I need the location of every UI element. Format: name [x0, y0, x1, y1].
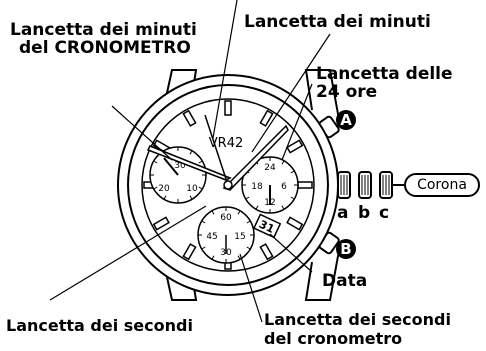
label-chrono-seconds-line2: del cronometro	[264, 329, 403, 348]
subdial-tick	[255, 205, 259, 210]
hour-marker	[259, 243, 274, 261]
hand-pinion	[223, 180, 233, 190]
subdial-tick	[201, 220, 206, 224]
date-window: 31	[252, 213, 282, 239]
subdial-tick	[290, 196, 295, 200]
subdial-tick	[281, 160, 285, 165]
crown-pos-a-label: a	[337, 203, 349, 223]
hour-marker	[224, 100, 232, 116]
subdial-tick	[237, 255, 241, 260]
crown-position-c[interactable]	[379, 171, 393, 199]
subdial-tick	[245, 196, 250, 200]
label-minute-hand: Lancetta dei minuti	[244, 12, 431, 32]
subdial-tick	[246, 246, 251, 250]
subdial-tick	[163, 195, 167, 200]
subdial-tick	[246, 220, 251, 224]
subdial-tick	[198, 186, 203, 190]
subdial-tick	[290, 170, 295, 174]
left-subdial-num-10: 10	[186, 184, 198, 194]
hour-marker	[259, 109, 274, 127]
left-subdial-num-30: 30	[174, 161, 186, 171]
label-24h-hand-line2: 24 ore	[316, 82, 378, 102]
chrono-minute-hand	[163, 157, 179, 176]
subdial-tick	[237, 210, 241, 215]
label-chrono-minute-hand-line1: Lancetta dei minuti	[10, 20, 197, 40]
right-subdial-num-6: 6	[281, 182, 287, 192]
bottom-subdial-num-60: 60	[220, 213, 232, 223]
hour-marker	[286, 139, 304, 154]
button-b-badge: B	[336, 239, 356, 259]
subdial-tick	[201, 246, 206, 250]
label-seconds-hand: Lancetta dei secondi	[6, 316, 193, 335]
subdial-tick	[211, 210, 215, 215]
model-name: VR42	[209, 136, 243, 151]
right-subdial-num-24: 24	[264, 163, 276, 173]
label-date: Data	[322, 271, 368, 291]
subdial-tick	[281, 205, 285, 210]
subdial-tick	[198, 160, 203, 164]
bottom-subdial-num-45: 45	[206, 232, 217, 242]
hour-marker	[152, 216, 170, 231]
hour-marker	[297, 181, 313, 189]
corona-label: Corona	[404, 173, 480, 197]
subdial-tick	[189, 150, 193, 155]
subdial-tick	[153, 186, 158, 190]
label-24h-hand-line1: Lancetta delle	[316, 64, 453, 84]
label-chrono-minute-hand-line2: del CRONOMETRO	[19, 38, 191, 58]
crown-position-b[interactable]	[358, 171, 372, 199]
subdial-tick	[211, 255, 215, 260]
svg-text:31: 31	[257, 218, 276, 236]
right-subdial-num-18: 18	[251, 182, 263, 192]
subdial-tick	[189, 195, 193, 200]
button-a-badge: A	[336, 110, 356, 130]
bottom-subdial-num-15: 15	[234, 232, 245, 242]
crown-pos-c-label: c	[379, 203, 390, 223]
hour-marker	[182, 243, 197, 261]
hour-hand	[146, 145, 232, 181]
left-subdial-num-20: 20	[158, 184, 170, 194]
crown-position-a[interactable]	[337, 171, 351, 199]
chrono-second-hand	[204, 114, 229, 186]
hour-marker	[286, 216, 304, 231]
label-chrono-seconds-line1: Lancetta dei secondi	[264, 310, 451, 329]
crown-pos-b-label: b	[358, 203, 371, 223]
hour-marker	[182, 109, 197, 127]
subdial-tick	[153, 160, 158, 164]
pointer-lines	[49, 0, 331, 323]
